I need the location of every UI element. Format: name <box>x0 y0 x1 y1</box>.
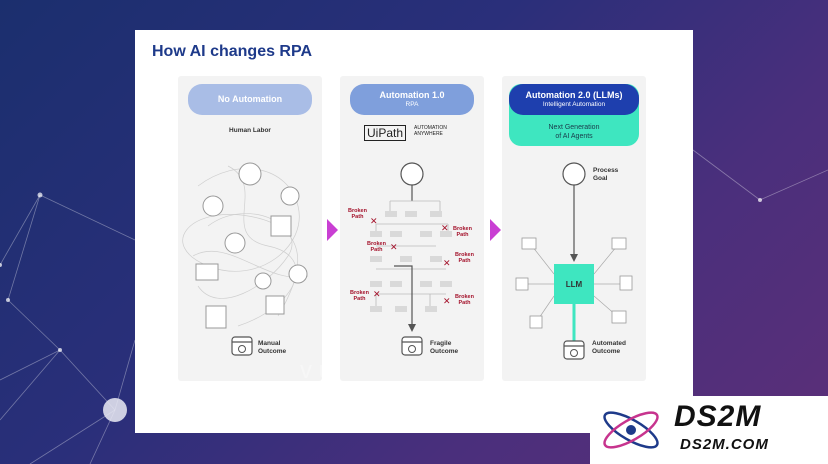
atom-logo-icon <box>603 411 659 449</box>
calendar-icon <box>563 340 585 360</box>
automated-outcome-label: Automated Outcome <box>592 340 626 355</box>
pill-automation-1: Automation 1.0 RPA <box>350 84 474 115</box>
pill-label: Automation 1.0 <box>379 90 445 100</box>
pill-sublabel: RPA <box>405 101 419 108</box>
column-automation-1: Automation 1.0 RPA UiPath AUTOMATION ANY… <box>340 76 484 381</box>
broken-path-label-1: Broken Path <box>348 208 367 220</box>
pill-label: Automation 2.0 (LLMs) <box>525 90 623 100</box>
flow-arrow-2 <box>490 219 501 241</box>
subtitle-overlay: intelligent AI agents inste <box>195 390 472 418</box>
slide-title: How AI changes RPA <box>152 43 313 60</box>
pill-no-automation: No Automation <box>188 84 312 115</box>
column-no-automation: No Automation Human Labor Manual Outcome <box>178 76 322 381</box>
x-icon: ✕ <box>443 296 451 306</box>
x-icon: ✕ <box>370 216 378 226</box>
calendar-icon <box>231 336 253 356</box>
human-labor-illustration <box>182 162 309 329</box>
pill-label: No Automation <box>217 94 283 104</box>
x-icon: ✕ <box>373 289 381 299</box>
x-icon: ✕ <box>443 258 451 268</box>
uipath-logo: UiPath <box>364 125 407 141</box>
human-labor-heading: Human Labor <box>229 127 271 134</box>
x-icon: ✕ <box>390 242 398 252</box>
watermark-main: DS2M <box>674 400 762 433</box>
broken-path-label-3: Broken Path <box>367 241 386 253</box>
next-gen-label: Next Generation of AI Agents <box>548 124 600 140</box>
flow-arrow-1 <box>327 219 338 241</box>
llm-flow-diagram <box>515 162 633 351</box>
watermark-sub: DS2M.COM <box>680 436 769 453</box>
broken-path-label-6: Broken Path <box>455 294 474 306</box>
x-icon: ✕ <box>441 223 449 233</box>
broken-path-label-5: Broken Path <box>350 290 369 302</box>
broken-path-label-2: Broken Path <box>453 226 472 238</box>
column-automation-2: Automation 2.0 (LLMs) Intelligent Automa… <box>502 76 646 381</box>
pill-automation-2: Automation 2.0 (LLMs) Intelligent Automa… <box>509 84 639 115</box>
manual-outcome-label: Manual Outcome <box>258 340 287 355</box>
broken-path-label-4: Broken Path <box>455 252 474 264</box>
slide: How AI changes RPA No Automation Human L… <box>135 30 693 433</box>
rpa-flow-diagram <box>370 162 452 332</box>
automation-anywhere-logo: AUTOMATION ANYWHERE <box>414 125 447 137</box>
fragile-outcome-label: Fragile Outcome <box>430 340 459 355</box>
subtitle-overlay-top: v u <box>300 357 333 384</box>
watermark-logo: DS2M DS2M.COM <box>590 396 828 464</box>
process-goal-label: Process Goal <box>593 167 619 182</box>
pill-sublabel: Intelligent Automation <box>542 101 606 108</box>
calendar-icon <box>401 336 423 356</box>
llm-label: LLM <box>565 280 583 289</box>
